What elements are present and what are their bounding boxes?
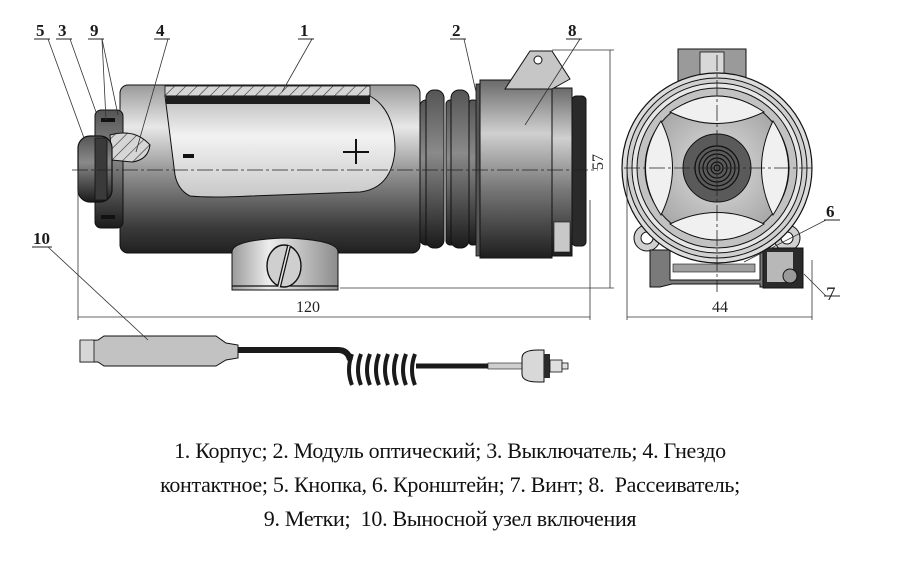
marker-bottom <box>101 215 115 219</box>
parts-legend: 1. Корпус; 2. Модуль оптический; 3. Выкл… <box>0 434 900 536</box>
marker-top <box>101 118 115 122</box>
clamp-screw <box>782 268 798 284</box>
legend-line-2: контактное; 5. Кнопка, 6. Кронштейн; 7. … <box>160 472 740 497</box>
callout-4: 4 <box>156 21 165 40</box>
minus-mark <box>183 154 194 158</box>
remote-switch-handle <box>79 335 239 367</box>
plus-mark <box>343 139 369 164</box>
dimension-height: 57 <box>590 154 607 170</box>
front-view <box>621 48 813 292</box>
dimension-lines <box>77 49 813 320</box>
lug-hole <box>533 55 543 65</box>
callout-7: 7 <box>826 284 836 305</box>
diffuser-lens <box>571 95 587 247</box>
remote-switch-cable <box>79 335 569 386</box>
battery-top-shadow <box>166 96 370 104</box>
legend-line-1: 1. Корпус; 2. Модуль оптический; 3. Выкл… <box>174 438 726 463</box>
callout-5: 5 <box>36 21 45 40</box>
contact-socket <box>109 132 151 163</box>
callout-6: 6 <box>826 202 835 221</box>
cable-coil <box>347 353 417 386</box>
callout-underlines <box>32 38 840 297</box>
diffuser-head <box>479 79 553 259</box>
dimension-length: 120 <box>296 299 320 316</box>
battery-cutaway <box>164 95 396 198</box>
callout-1: 1 <box>300 21 309 40</box>
button-cap-ring <box>94 137 108 201</box>
bellows <box>419 89 478 249</box>
dimension-width: 44 <box>712 299 728 316</box>
callout-2: 2 <box>452 21 461 40</box>
callout-8: 8 <box>568 21 577 40</box>
callout-9: 9 <box>90 21 99 40</box>
callout-3: 3 <box>58 21 67 40</box>
housing-section-hatch <box>164 85 371 97</box>
collar-bottom-tab <box>553 221 571 253</box>
callout-10: 10 <box>33 229 50 248</box>
side-view: - + <box>72 50 598 291</box>
cable-connector <box>521 349 545 383</box>
flashlight-technical-drawing: - + <box>32 21 840 386</box>
legend-line-3: 9. Метки; 10. Выносной узел включения <box>263 506 637 531</box>
